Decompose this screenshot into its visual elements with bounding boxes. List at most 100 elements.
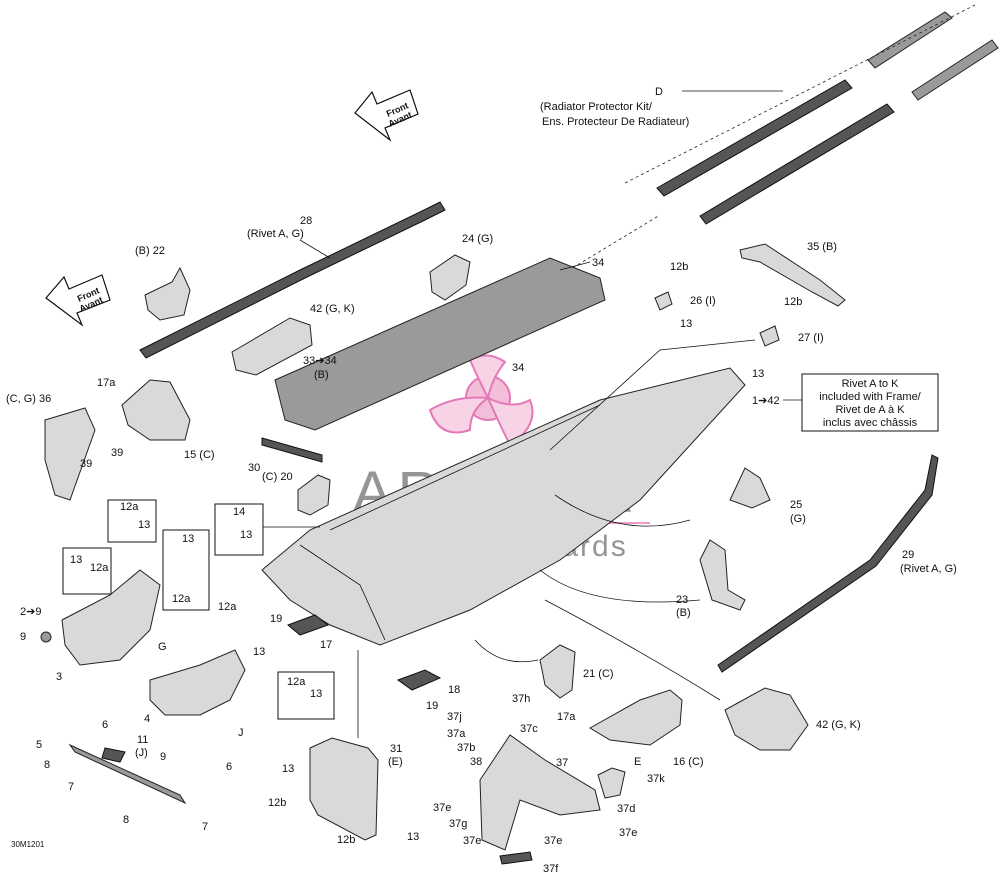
part-label-17: 17	[320, 639, 332, 651]
part-label-4: 4	[144, 713, 150, 725]
part-label-5: 5	[36, 739, 42, 751]
part-label-7a: 7	[68, 781, 74, 793]
part-label-34b: 34	[512, 362, 524, 374]
part-label-18: 18	[448, 684, 460, 696]
part-label-22: (B) 22	[135, 245, 165, 257]
front-arrow-top: Front Avant	[354, 89, 419, 142]
part-3-front-frame	[61, 569, 161, 666]
part-label-3: 3	[56, 671, 62, 683]
part-label-13-8: 13	[310, 688, 322, 700]
part-label-28: 28	[300, 215, 312, 227]
part-4-lower-frame	[149, 649, 246, 716]
part-label-38: 38	[470, 756, 482, 768]
part-label-12b-3: 12b	[268, 797, 286, 809]
part-20-bracket	[297, 474, 331, 516]
part-label-j: J	[238, 727, 244, 739]
part-label-37k: 37k	[647, 773, 665, 785]
part-label-e: E	[634, 756, 641, 768]
part-36-bracket	[44, 407, 96, 501]
part-label-7b: 7	[202, 821, 208, 833]
part-label-1-42: 1➔42	[752, 395, 780, 407]
part-label-17a-2: 17a	[557, 711, 576, 723]
radiator-protector-rails	[469, 4, 999, 331]
part-label-37h: 37h	[512, 693, 530, 705]
part-label-37e-1: 37e	[433, 802, 451, 814]
hardware-box-12a-1	[107, 499, 157, 543]
part-label-12b-4: 12b	[337, 834, 355, 846]
part-label-37d: 37d	[617, 803, 635, 815]
part-label-13-7: 13	[253, 646, 265, 658]
part-label-17a-1: 17a	[97, 377, 116, 389]
part-18-bracket	[396, 669, 442, 691]
part-label-23: 23	[676, 594, 688, 606]
part-label-12b-1: 12b	[670, 261, 688, 273]
part-label-11-j: (J)	[135, 747, 148, 759]
part-label-37c: 37c	[520, 723, 538, 735]
part-23-bracket	[699, 539, 746, 611]
part-37-steering-support	[479, 734, 601, 851]
part-label-25-g: (G)	[790, 513, 806, 525]
part-label-12b-2: 12b	[784, 296, 802, 308]
part-label-31-e: (E)	[388, 756, 403, 768]
part-9-grommet	[40, 631, 52, 643]
part-label-12a-4: 12a	[218, 601, 237, 613]
part-42-guard-bottom	[724, 687, 809, 751]
hardware-box-14	[214, 503, 264, 556]
part-label-31: 31	[390, 743, 402, 755]
part-label-6b: 6	[226, 761, 232, 773]
part-label-2-9: 2➔9	[20, 606, 41, 618]
part-28-rail	[139, 201, 446, 359]
part-11-plate	[101, 747, 126, 763]
part-label-26: 26 (I)	[690, 295, 716, 307]
part-label-8b: 8	[123, 814, 129, 826]
part-16-guard	[589, 689, 683, 746]
part-label-13-3: 13	[240, 529, 252, 541]
part-label-33: 33➔34	[303, 355, 337, 367]
part-label-37e-4: 37e	[619, 827, 637, 839]
part-label-35: 35 (B)	[807, 241, 837, 253]
part-27-bracket	[759, 325, 780, 347]
part-33-heat-exchanger	[274, 257, 606, 431]
part-label-20: (C) 20	[262, 471, 293, 483]
radiator-kit-desc-fr: Ens. Protecteur De Radiateur)	[542, 116, 689, 128]
part-label-29: 29	[902, 549, 914, 561]
part-label-12a-1: 12a	[120, 501, 139, 513]
part-label-12a-5: 12a	[287, 676, 306, 688]
part-label-37: 37	[556, 757, 568, 769]
part-label-37e-3: 37e	[544, 835, 562, 847]
part-31-radiator	[309, 737, 379, 841]
part-21-bracket	[539, 644, 576, 699]
part-label-24: 24 (G)	[462, 233, 493, 245]
radiator-kit-desc-en: (Radiator Protector Kit/	[540, 101, 653, 113]
part-label-13-5: 13	[70, 554, 82, 566]
part-17-bracket	[287, 614, 330, 636]
part-label-29-note: (Rivet A, G)	[900, 563, 957, 575]
part-label-13-4: 13	[138, 519, 150, 531]
part-label-28-note: (Rivet A, G)	[247, 228, 304, 240]
part-25-bracket	[729, 467, 771, 509]
part-label-37e-2: 37e	[463, 835, 481, 847]
part-label-39a: 39	[80, 458, 92, 470]
diagram-id: 30M1201	[11, 840, 45, 849]
part-label-6a: 6	[102, 719, 108, 731]
part-label-39b: 39	[111, 447, 123, 459]
part-label-16: 16 (C)	[673, 756, 704, 768]
part-29-rail	[717, 454, 939, 673]
part-label-14: 14	[233, 506, 245, 518]
part-label-13-2: 13	[752, 368, 764, 380]
part-label-25: 25	[790, 499, 802, 511]
part-label-36: (C, G) 36	[6, 393, 51, 405]
part-label-12a-2: 12a	[90, 562, 109, 574]
part-37f-plate	[499, 851, 533, 865]
part-label-34a: 34	[592, 257, 604, 269]
part-label-37a: 37a	[447, 728, 466, 740]
part-label-21: 21 (C)	[583, 668, 614, 680]
part-label-13-6: 13	[182, 533, 194, 545]
part-label-23-b: (B)	[676, 607, 691, 619]
rivet-note-line2: included with Frame/	[819, 391, 921, 403]
part-15-guard	[121, 379, 191, 441]
part-30-bracket	[261, 437, 323, 463]
part-label-42-bottom: 42 (G, K)	[816, 719, 861, 731]
hardware-box-12a-5	[277, 671, 335, 720]
